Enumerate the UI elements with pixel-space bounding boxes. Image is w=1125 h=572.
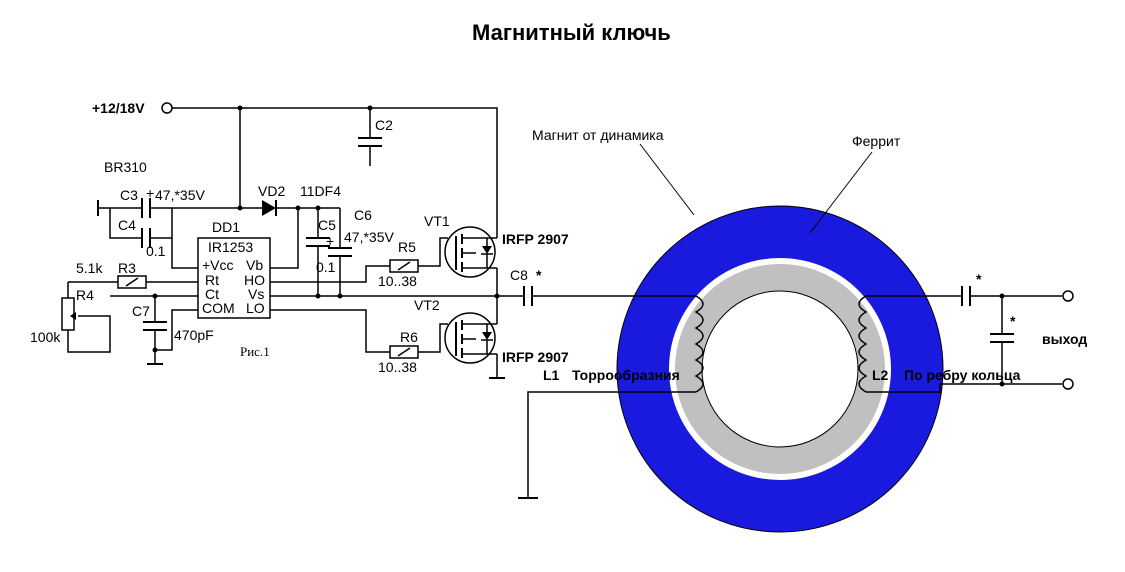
shunt-cap-star: * <box>1010 313 1016 329</box>
c4-value: 0.1 <box>146 243 166 259</box>
l2-label: L2 <box>872 367 889 383</box>
ic-pin-vcc: +Vcc <box>202 257 234 273</box>
r5-value: 10..38 <box>378 273 417 289</box>
output-terminal-bottom <box>1062 378 1074 390</box>
r4-label: R4 <box>76 287 94 303</box>
l1-label: L1 <box>543 367 560 383</box>
ho-wire <box>270 265 390 283</box>
power-rail <box>172 107 498 238</box>
capacitor-c3: + <box>97 185 240 218</box>
output-label: выход <box>1042 331 1087 347</box>
ferrite-label: Феррит <box>852 133 901 149</box>
out-cap-star: * <box>976 271 982 287</box>
capacitor-c4 <box>109 208 172 248</box>
resistor-r5 <box>389 237 448 273</box>
r3-value: 5.1k <box>76 260 103 276</box>
c7-label: C7 <box>132 303 150 319</box>
junction-dot <box>337 293 343 299</box>
magnet-leader <box>639 143 695 216</box>
diode-vd2 <box>240 200 340 216</box>
figure-label: Рис.1 <box>240 344 270 359</box>
c7-value: 470pF <box>174 327 214 343</box>
vd2-part: 11DF4 <box>300 183 341 199</box>
coil-l2 <box>858 295 880 393</box>
ic-pin-rt: Rt <box>205 272 219 288</box>
capacitor-c7 <box>143 296 167 365</box>
ferrite-hole <box>701 290 859 448</box>
c3-value: 47,*35V <box>155 187 205 203</box>
ic-body <box>197 237 271 319</box>
ic-pin-ct: Ct <box>205 286 219 302</box>
c2-label: C2 <box>375 117 393 133</box>
c8-star: * <box>536 267 542 283</box>
junction-dot <box>152 347 158 353</box>
power-terminal <box>161 102 173 114</box>
capacitor-c2 <box>358 108 382 166</box>
power-label: +12/18V <box>92 100 145 116</box>
svg-text:+: + <box>326 233 334 249</box>
c3-label: C3 <box>120 187 138 203</box>
ic-pin-vb: Vb <box>246 257 263 273</box>
vcc-pin-wire <box>171 208 198 269</box>
output-capacitor-series <box>880 286 1062 306</box>
svg-text:+: + <box>146 185 154 201</box>
coil-l1 <box>680 295 704 393</box>
vb-wire <box>270 208 299 269</box>
lo-wire <box>270 309 390 353</box>
c5-label: C5 <box>318 217 336 233</box>
magnet-label: Магнит от динамика <box>532 127 664 143</box>
ic-ref: DD1 <box>212 219 240 235</box>
capacitor-c8 <box>523 286 680 306</box>
output-terminal-top <box>1062 290 1074 302</box>
vt2-part: IRFP 2907 <box>502 349 569 365</box>
l2-desc: По ребру кольца <box>904 367 1021 383</box>
junction-dot <box>152 293 158 299</box>
capacitor-c6: + <box>326 208 352 296</box>
resistor-r6 <box>389 323 448 359</box>
junction-dot <box>315 293 321 299</box>
vt1-label: VT1 <box>424 213 450 229</box>
r5-label: R5 <box>398 239 416 255</box>
mosfet-vt1 <box>444 226 497 278</box>
com-wire <box>155 309 198 351</box>
ic-part: IR1253 <box>208 239 253 255</box>
ic-pin-com: COM <box>202 300 235 316</box>
r6-value: 10..38 <box>378 359 417 375</box>
capacitor-c5 <box>306 208 330 296</box>
vt1-part: IRFP 2907 <box>502 231 569 247</box>
c6-value: 47,*35V <box>344 229 394 245</box>
potentiometer-r4 <box>61 282 111 353</box>
vd2-label: VD2 <box>258 183 285 199</box>
output-capacitor-shunt <box>990 296 1014 384</box>
ferrite-leader <box>809 151 873 234</box>
c8-label: C8 <box>510 267 528 283</box>
mosfet-vt2 <box>444 312 505 379</box>
resistor-r3 <box>68 275 198 289</box>
br-label: BR310 <box>104 159 147 175</box>
l1-return-wire <box>527 391 680 498</box>
page-title: Магнитный ключь <box>472 20 671 45</box>
r4-value: 100k <box>30 329 61 345</box>
r6-label: R6 <box>400 329 418 345</box>
output-return-wire <box>880 383 1062 393</box>
ic-pin-ho: HO <box>244 272 265 288</box>
c6-label: C6 <box>354 207 372 223</box>
c5-value: 0.1 <box>316 259 336 275</box>
ic-pin-lo: LO <box>246 300 265 316</box>
r3-label: R3 <box>118 260 136 276</box>
vt2-label: VT2 <box>414 297 440 313</box>
c4-label: C4 <box>118 217 136 233</box>
l1-desc: Торрообразния <box>572 367 680 383</box>
ic-pin-vs: Vs <box>248 286 264 302</box>
